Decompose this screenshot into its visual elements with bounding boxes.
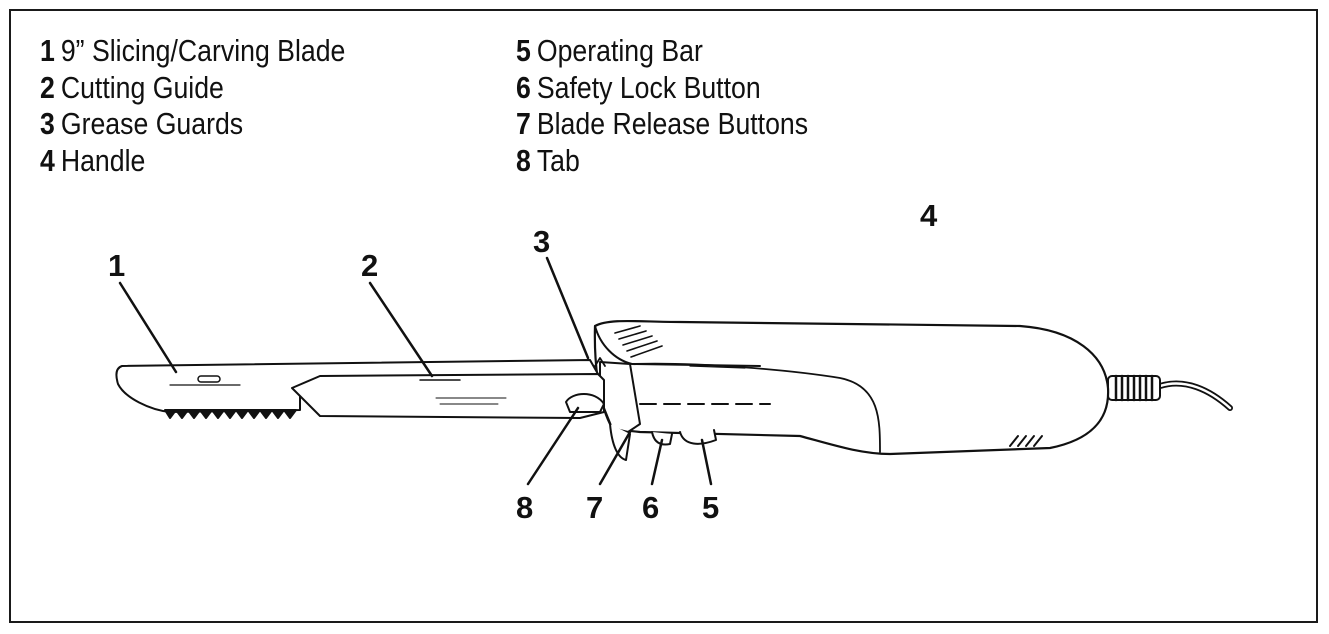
leader-line-6 bbox=[650, 438, 664, 486]
leader-line-2 bbox=[368, 281, 434, 378]
handle-contour bbox=[631, 362, 881, 453]
legend-number: 2 bbox=[40, 69, 55, 105]
legend-number: 1 bbox=[40, 33, 55, 68]
callout-number-4: 4 bbox=[920, 198, 938, 233]
leader-line-7 bbox=[598, 430, 632, 486]
handle-grip-ridges bbox=[614, 325, 663, 358]
vent-slots bbox=[1009, 435, 1043, 447]
cord-strain-relief bbox=[1107, 374, 1161, 402]
operating-bar bbox=[679, 429, 717, 445]
legend-label: 9” Slicing/Carving Blade bbox=[60, 33, 346, 68]
callout-number-7: 7 bbox=[586, 490, 603, 525]
cutting-guide bbox=[291, 373, 605, 419]
legend-label: Operating Bar bbox=[536, 33, 703, 68]
legend-label: Grease Guards bbox=[60, 106, 244, 141]
callout-number-2: 2 bbox=[361, 248, 378, 283]
legend-label: Safety Lock Button bbox=[536, 69, 761, 105]
legend-number: 5 bbox=[516, 33, 531, 68]
callout-number-8: 8 bbox=[516, 490, 533, 525]
legend-number: 4 bbox=[40, 142, 55, 178]
legend-number: 3 bbox=[40, 106, 55, 141]
diagram-frame bbox=[9, 9, 1318, 623]
callout-number-5: 5 bbox=[702, 490, 719, 525]
blade-tab bbox=[565, 393, 605, 413]
leader-line-3 bbox=[545, 256, 590, 360]
blade-release-button bbox=[609, 423, 631, 461]
leader-line-8 bbox=[526, 406, 580, 486]
legend-label: Tab bbox=[536, 142, 580, 178]
legend-label: Handle bbox=[60, 142, 146, 178]
leader-line-1 bbox=[118, 281, 178, 374]
leader-line-5 bbox=[700, 438, 713, 486]
callout-number-1: 1 bbox=[108, 248, 125, 283]
safety-lock-button bbox=[651, 431, 673, 446]
callout-number-3: 3 bbox=[533, 224, 550, 259]
legend-number: 8 bbox=[516, 142, 531, 178]
legend-label: Blade Release Buttons bbox=[536, 106, 809, 141]
blade-serrations bbox=[164, 409, 297, 419]
legend-label: Cutting Guide bbox=[60, 69, 224, 105]
legend-number: 6 bbox=[516, 69, 531, 105]
callout-number-6: 6 bbox=[642, 490, 659, 525]
legend-number: 7 bbox=[516, 106, 531, 141]
